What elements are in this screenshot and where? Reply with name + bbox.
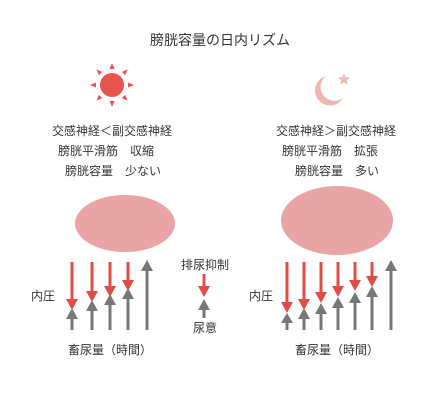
moon-icon — [315, 73, 351, 106]
night-bladder-capacity: 膀胱容量 多い — [294, 164, 380, 178]
day-bladder-capacity: 膀胱容量 少ない — [64, 164, 162, 178]
diagram-title: 膀胱容量の日内リズム — [150, 33, 290, 49]
legend-urge-label: 尿意 — [192, 321, 218, 335]
sun-icon — [90, 63, 134, 107]
night-pressure-label: 内圧 — [249, 289, 274, 303]
night-smooth-muscle: 膀胱平滑筋 拡張 — [281, 144, 379, 158]
bladder-large — [281, 186, 393, 255]
day-storage-label: 畜尿量（時間） — [67, 343, 153, 357]
night-storage-label: 畜尿量（時間） — [294, 343, 380, 357]
day-nerve-balance: 交感神経＜副交感神経 — [51, 124, 173, 138]
legend-inhibition-label: 排尿抑制 — [180, 258, 230, 272]
day-smooth-muscle: 膀胱平滑筋 収縮 — [57, 144, 155, 158]
day-pressure-label: 内圧 — [31, 289, 56, 303]
bladder-small — [75, 195, 175, 252]
night-nerve-balance: 交感神経＞副交感神経 — [275, 124, 397, 138]
